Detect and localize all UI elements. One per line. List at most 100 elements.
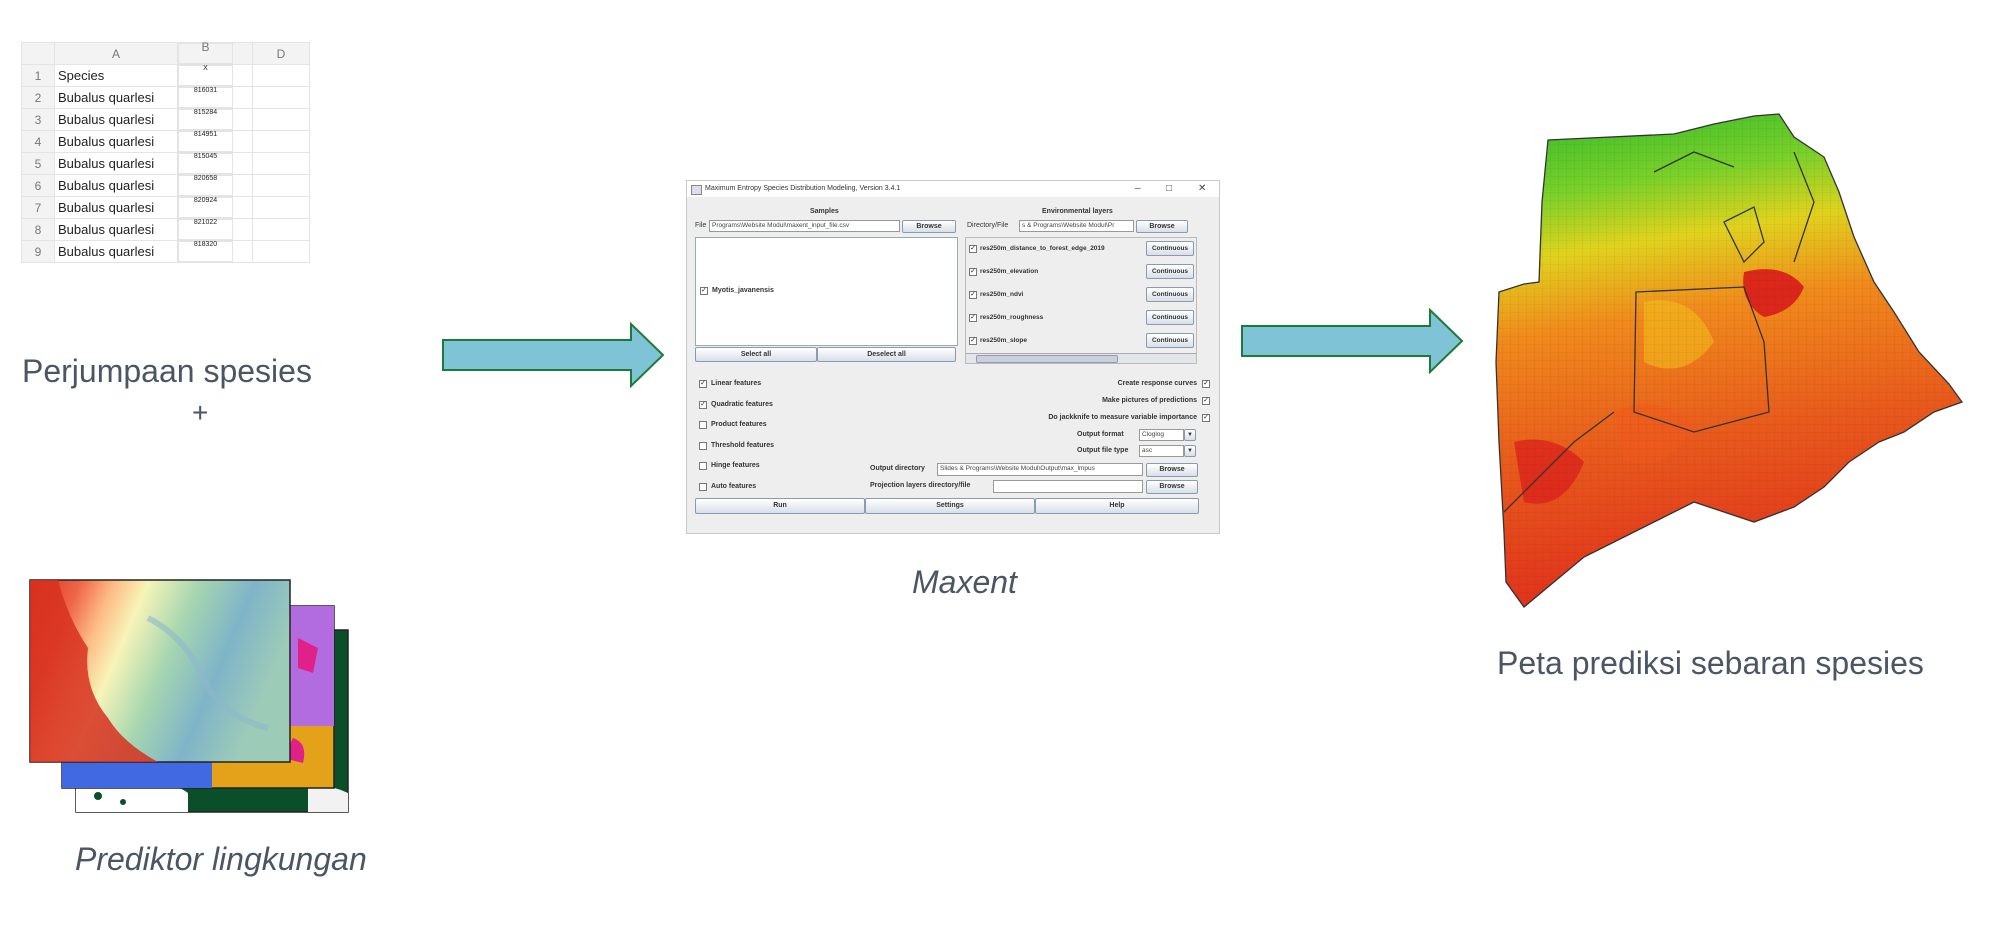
x-cell[interactable]: 821022	[178, 218, 233, 240]
x-cell[interactable]: 820924	[178, 196, 233, 218]
settings-button[interactable]: Settings	[865, 498, 1035, 514]
output-type-select[interactable]: asc	[1139, 445, 1184, 457]
feature-checkbox[interactable]	[699, 421, 707, 429]
predictors-caption: Prediktor lingkungan	[75, 841, 367, 877]
feature-label: Quadratic features	[711, 400, 773, 408]
row-number[interactable]: 6	[21, 174, 55, 197]
pictures-checkbox[interactable]: ✓	[1202, 397, 1210, 405]
layer-checkbox[interactable]: ✓	[969, 291, 977, 299]
layer-checkbox[interactable]: ✓	[969, 314, 977, 322]
predictor-layers-illustration	[28, 578, 350, 818]
row-number[interactable]: 2	[21, 86, 55, 109]
jackknife-checkbox[interactable]: ✓	[1202, 414, 1210, 422]
layer-type-select[interactable]: Continuous	[1146, 264, 1194, 279]
run-button[interactable]: Run	[695, 498, 865, 514]
species-cell[interactable]: Bubalus quarlesi	[54, 152, 178, 175]
species-checkbox[interactable]: ✓	[700, 287, 708, 295]
species-cell[interactable]: Bubalus quarlesi	[54, 174, 178, 197]
response-curves-checkbox[interactable]: ✓	[1202, 380, 1210, 388]
x-cell[interactable]: 818320	[178, 240, 233, 262]
row-number[interactable]: 9	[21, 240, 55, 263]
layer-type-select[interactable]: Continuous	[1146, 287, 1194, 302]
layer-checkbox[interactable]: ✓	[969, 268, 977, 276]
projection-browse-button[interactable]: Browse	[1146, 480, 1198, 494]
layer-checkbox[interactable]: ✓	[969, 337, 977, 345]
layer-type-select[interactable]: Continuous	[1146, 333, 1194, 348]
row-number[interactable]: 1	[21, 64, 55, 87]
output-type-dropdown-icon[interactable]: ▼	[1184, 445, 1196, 457]
species-cell[interactable]: Bubalus quarlesi	[54, 108, 178, 131]
sheet-corner[interactable]	[21, 42, 55, 65]
feature-checkbox[interactable]	[699, 441, 707, 450]
output-format-dropdown-icon[interactable]: ▼	[1184, 429, 1196, 441]
x-cell[interactable]: 814951	[178, 130, 233, 152]
row-number[interactable]: 3	[21, 108, 55, 131]
output-browse-button[interactable]: Browse	[1146, 463, 1198, 477]
empty-cell[interactable]	[252, 196, 310, 219]
output-format-label: Output format	[1077, 431, 1124, 438]
empty-cell[interactable]	[252, 218, 310, 241]
empty-cell[interactable]	[252, 86, 310, 109]
occurrence-caption: Perjumpaan spesies	[22, 353, 312, 389]
row-number[interactable]: 5	[21, 152, 55, 175]
directory-label: Directory/File	[967, 222, 1009, 229]
feature-label: Auto features	[711, 482, 757, 490]
output-dir-input[interactable]: Slides & Programs\Website Modul\Output\m…	[937, 463, 1143, 476]
species-cell[interactable]: Bubalus quarlesi	[54, 218, 178, 241]
feature-checkbox[interactable]	[699, 482, 707, 491]
empty-cell[interactable]	[252, 130, 310, 153]
species-cell[interactable]: Species	[54, 64, 178, 87]
help-button[interactable]: Help	[1035, 498, 1199, 514]
prediction-map-svg	[1495, 113, 1964, 608]
layer-type-select[interactable]: Continuous	[1146, 241, 1194, 256]
x-cell[interactable]: 815284	[178, 108, 233, 130]
column-header-d[interactable]: D	[252, 42, 310, 65]
x-cell[interactable]: X	[178, 64, 233, 86]
empty-cell[interactable]	[252, 152, 310, 175]
feature-checkbox[interactable]	[699, 462, 707, 470]
species-name: Myotis_javanensis	[712, 287, 774, 294]
horizontal-scrollbar[interactable]	[966, 353, 1196, 363]
feature-checkbox[interactable]: ✓	[699, 380, 707, 388]
row-number[interactable]: 4	[21, 130, 55, 153]
deselect-all-button[interactable]: Deselect all	[817, 347, 956, 362]
minimize-icon[interactable]: –	[1135, 183, 1141, 194]
x-cell[interactable]: 816031	[178, 86, 233, 108]
species-cell[interactable]: Bubalus quarlesi	[54, 86, 178, 109]
samples-file-input[interactable]: Programs\Website Modul\maxent_input_file…	[709, 220, 900, 232]
env-directory-input[interactable]: s & Programs\Website Modul\Pr	[1019, 220, 1134, 232]
row-number[interactable]: 8	[21, 218, 55, 241]
output-format-select[interactable]: Cloglog	[1139, 429, 1184, 441]
layer-type-select[interactable]: Continuous	[1146, 310, 1194, 325]
species-cell[interactable]: Bubalus quarlesi	[54, 196, 178, 219]
scrollbar-thumb[interactable]	[976, 355, 1118, 363]
species-cell[interactable]: Bubalus quarlesi	[54, 130, 178, 153]
empty-cell[interactable]	[252, 64, 310, 87]
samples-browse-button[interactable]: Browse	[902, 220, 956, 233]
column-header-a[interactable]: A	[54, 42, 178, 65]
empty-cell[interactable]	[252, 240, 310, 263]
maximize-icon[interactable]: □	[1166, 183, 1173, 194]
species-cell[interactable]: Bubalus quarlesi	[54, 240, 178, 263]
select-all-button[interactable]: Select all	[695, 347, 817, 362]
layer-checkbox[interactable]: ✓	[969, 245, 977, 253]
env-browse-button[interactable]: Browse	[1136, 220, 1188, 233]
x-cell[interactable]: 820658	[178, 174, 233, 196]
feature-checkbox[interactable]: ✓	[699, 400, 707, 409]
column-header-b[interactable]: B	[178, 42, 233, 64]
x-cell[interactable]: 815045	[178, 152, 233, 174]
occurrence-spreadsheet: A B C D 1SpeciesXY2Bubalus quarlesi81603…	[21, 42, 393, 280]
empty-cell[interactable]	[252, 174, 310, 197]
window-title: Maximum Entropy Species Distribution Mod…	[705, 185, 901, 192]
close-icon[interactable]: ✕	[1198, 183, 1207, 194]
output-dir-label: Output directory	[870, 465, 925, 472]
arrow-right-2	[1241, 308, 1464, 374]
empty-cell[interactable]	[252, 108, 310, 131]
row-number[interactable]: 7	[21, 196, 55, 219]
output-type-label: Output file type	[1077, 447, 1129, 454]
projection-input[interactable]	[993, 480, 1143, 493]
